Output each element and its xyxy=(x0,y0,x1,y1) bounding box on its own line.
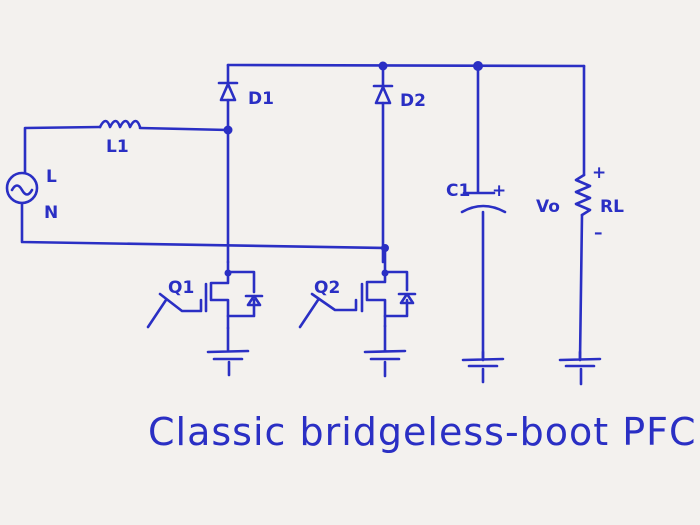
l1-wire xyxy=(23,125,230,174)
junction-dot xyxy=(224,269,232,277)
capacitor-c1 xyxy=(460,191,507,214)
resistor-rl xyxy=(574,173,592,217)
mosfet-q1 xyxy=(146,260,264,330)
label-d1: D1 xyxy=(248,89,274,109)
label-q1: Q1 xyxy=(168,278,194,298)
rl-wire xyxy=(578,64,586,362)
label-output-plus: + xyxy=(592,163,606,183)
diode-d1 xyxy=(217,81,239,102)
inductor-l1 xyxy=(98,119,142,129)
neutral-wire xyxy=(20,201,387,250)
c1-wire xyxy=(476,64,485,362)
label-rl: RL xyxy=(600,197,624,217)
diagram-title: Classic bridgeless-boot PFC xyxy=(148,410,697,454)
label-l1: L1 xyxy=(106,137,129,157)
top-rail-wire xyxy=(226,63,586,68)
label-cap-plus: + xyxy=(492,181,506,201)
ac-source xyxy=(5,171,39,205)
mosfet-q2 xyxy=(298,246,417,329)
label-c1: C1 xyxy=(446,181,470,201)
junction-dot xyxy=(381,269,389,277)
ground-symbol-q1 xyxy=(206,326,250,377)
ground-symbol-rl xyxy=(558,350,602,386)
label-source-l: L xyxy=(46,167,57,187)
label-d2: D2 xyxy=(400,91,426,111)
ground-symbol-c1 xyxy=(461,350,505,384)
ground-symbol-q2 xyxy=(363,324,407,378)
diode-d2 xyxy=(372,84,394,105)
label-output-minus: – xyxy=(594,223,603,243)
label-vo: Vo xyxy=(536,197,560,217)
label-source-n: N xyxy=(44,203,58,223)
label-q2: Q2 xyxy=(314,278,340,298)
